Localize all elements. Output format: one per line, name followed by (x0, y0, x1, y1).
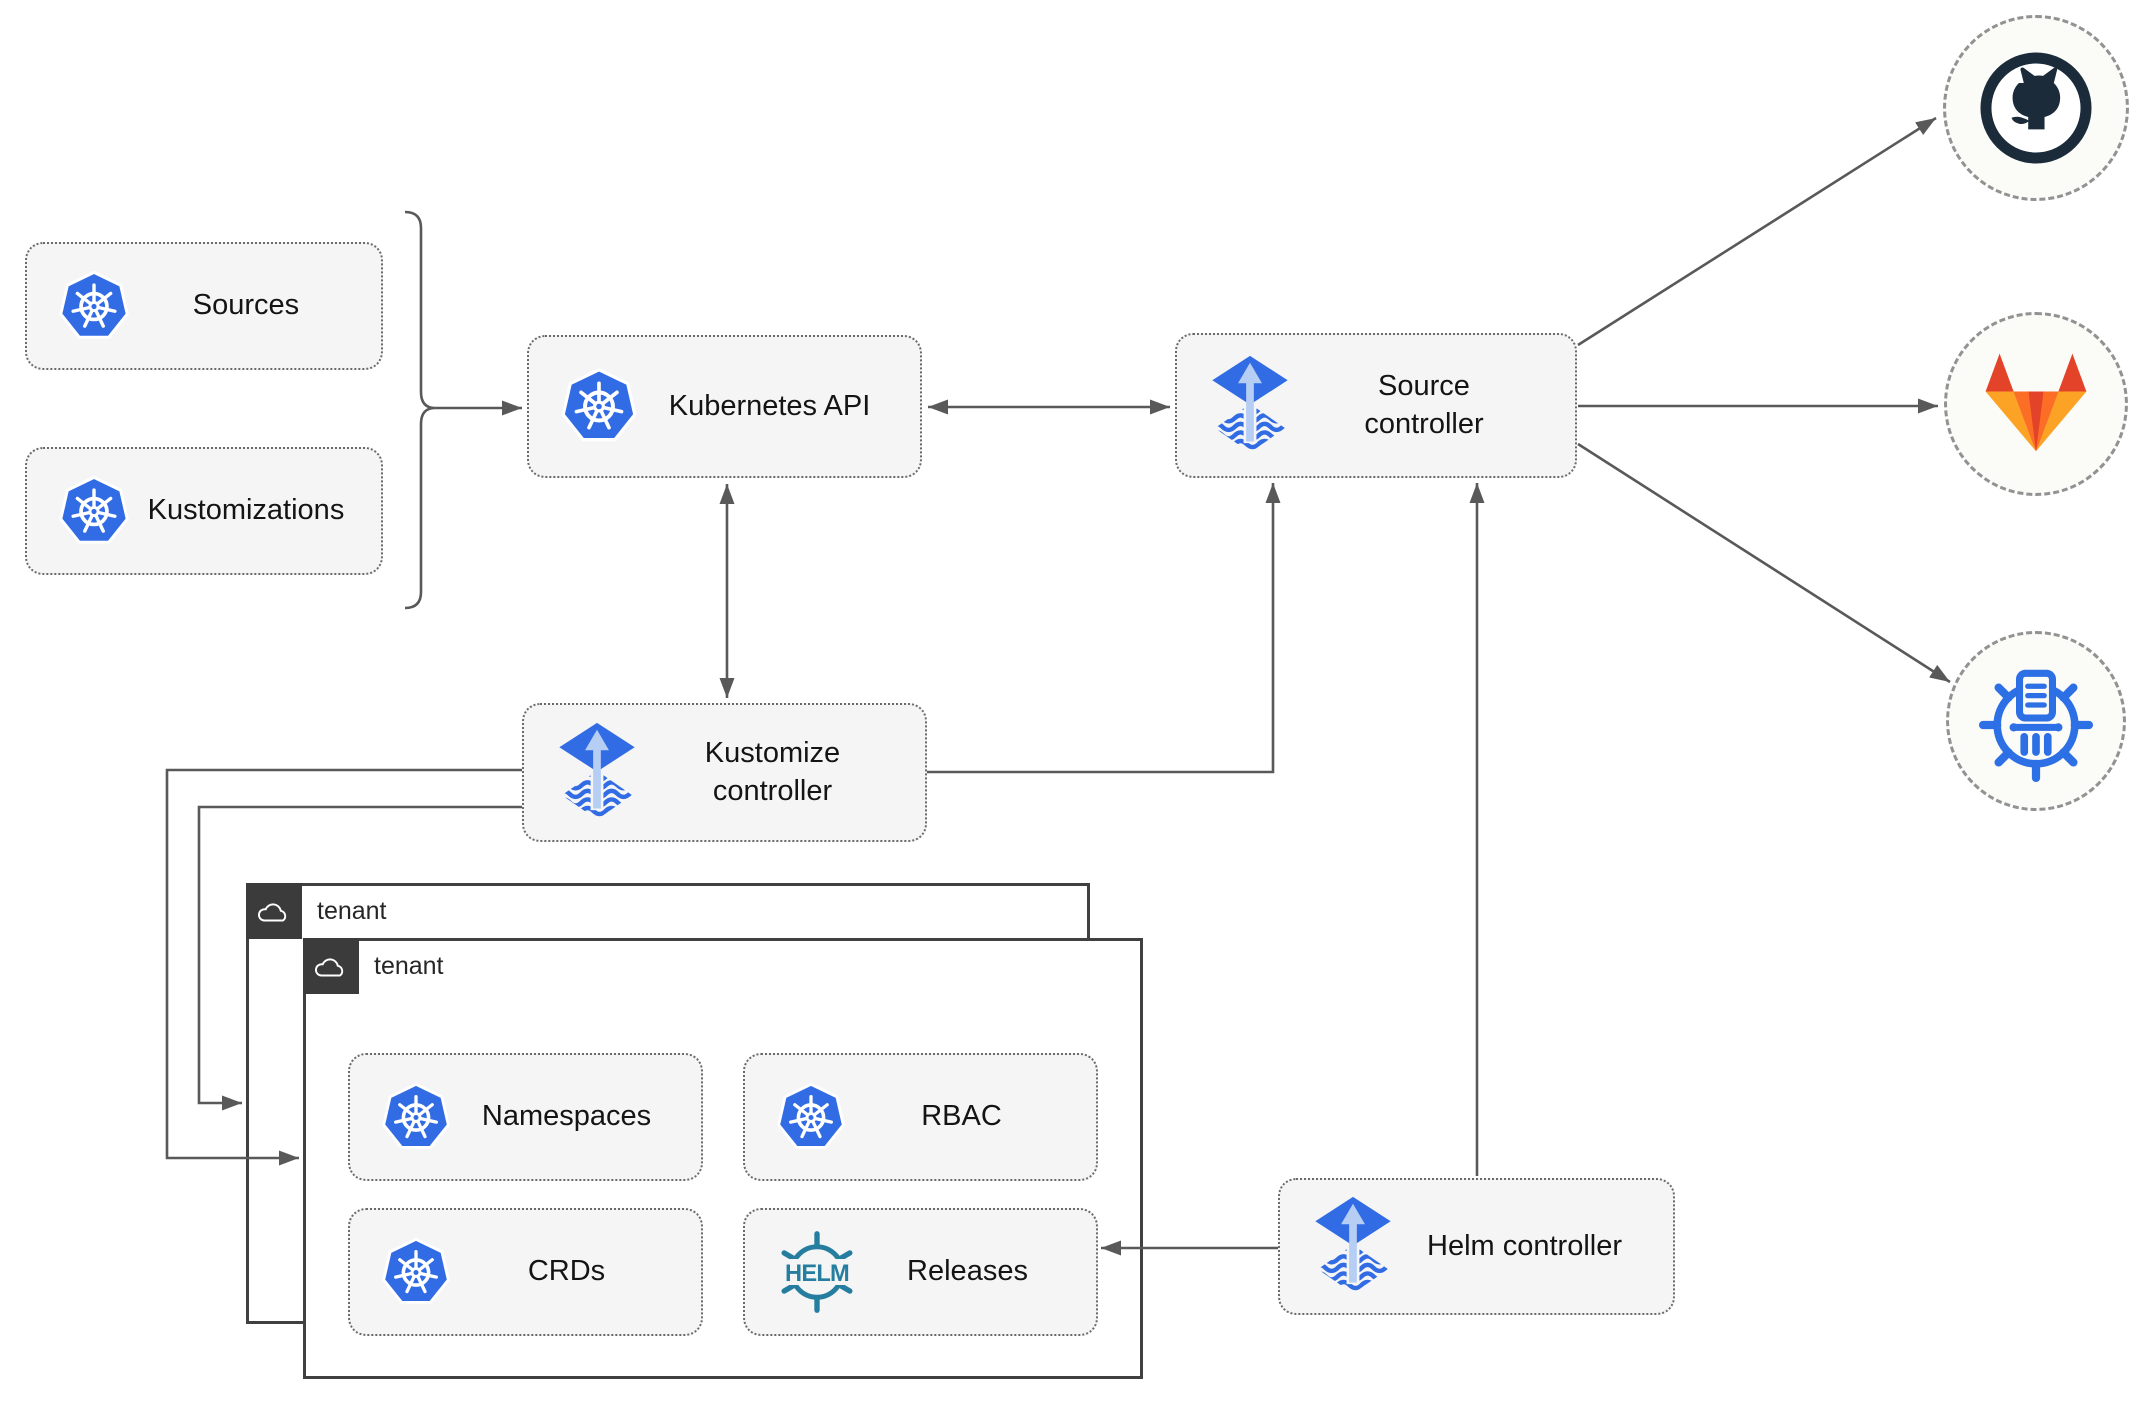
kubernetes-icon (559, 365, 639, 448)
gitlab-icon (1980, 351, 2092, 457)
node-crds-label: CRDs (527, 1255, 606, 1288)
kubernetes-icon (57, 268, 131, 345)
cloud-icon (256, 899, 292, 924)
node-namespaces: Namespaces (348, 1053, 703, 1181)
node-namespaces-label: Namespaces (481, 1100, 652, 1133)
github-icon (1975, 47, 2097, 169)
node-kubernetes-api: Kubernetes API (527, 335, 922, 478)
node-source-controller: Source controller (1175, 333, 1577, 478)
kubernetes-icon (57, 473, 131, 550)
endpoint-github (1943, 15, 2129, 201)
tenant-back-label: tenant (317, 897, 387, 925)
node-kustomizations: Kustomizations (25, 447, 383, 575)
node-kustomizations-label: Kustomizations (147, 494, 345, 527)
node-kubernetes-api-label: Kubernetes API (668, 389, 871, 422)
kubernetes-icon (380, 1235, 452, 1310)
node-helm-controller: Helm controller (1278, 1178, 1675, 1315)
bracket-sources-kustomizations (404, 210, 436, 610)
helm-repository-icon (1977, 658, 2095, 785)
endpoint-helm-repository (1946, 631, 2126, 811)
endpoint-gitlab (1944, 312, 2128, 496)
flux-icon (554, 722, 640, 823)
tenant-front-label: tenant (374, 952, 444, 980)
kubernetes-icon (775, 1080, 847, 1155)
cloud-icon (313, 954, 349, 979)
node-source-controller-label: Source controller (1364, 370, 1484, 440)
node-sources-label: Sources (192, 289, 300, 322)
edge-source-controller-to-helm-repository (1577, 442, 1951, 684)
node-rbac: RBAC (743, 1053, 1098, 1181)
node-sources: Sources (25, 242, 383, 370)
edge-source-controller-to-github (1577, 116, 1937, 347)
tenant-back-header (246, 883, 302, 939)
node-rbac-label: RBAC (921, 1100, 1002, 1133)
node-crds: CRDs (348, 1208, 703, 1336)
node-kustomize-controller: Kustomize controller (522, 703, 927, 842)
tenant-group-front: tenant Namespaces RBAC CRDs Releases (303, 938, 1143, 1379)
edge-kustomize-controller-to-source-controller (927, 483, 1281, 774)
helm-icon (775, 1229, 859, 1315)
tenant-front-header (303, 938, 359, 994)
kubernetes-icon (380, 1080, 452, 1155)
flux-icon (1310, 1196, 1396, 1297)
node-kustomize-controller-label: Kustomize controller (704, 737, 841, 807)
node-releases: Releases (743, 1208, 1098, 1336)
node-releases-label: Releases (907, 1255, 1028, 1288)
node-helm-controller-label: Helm controller (1427, 1229, 1622, 1262)
flux-icon (1207, 355, 1293, 456)
